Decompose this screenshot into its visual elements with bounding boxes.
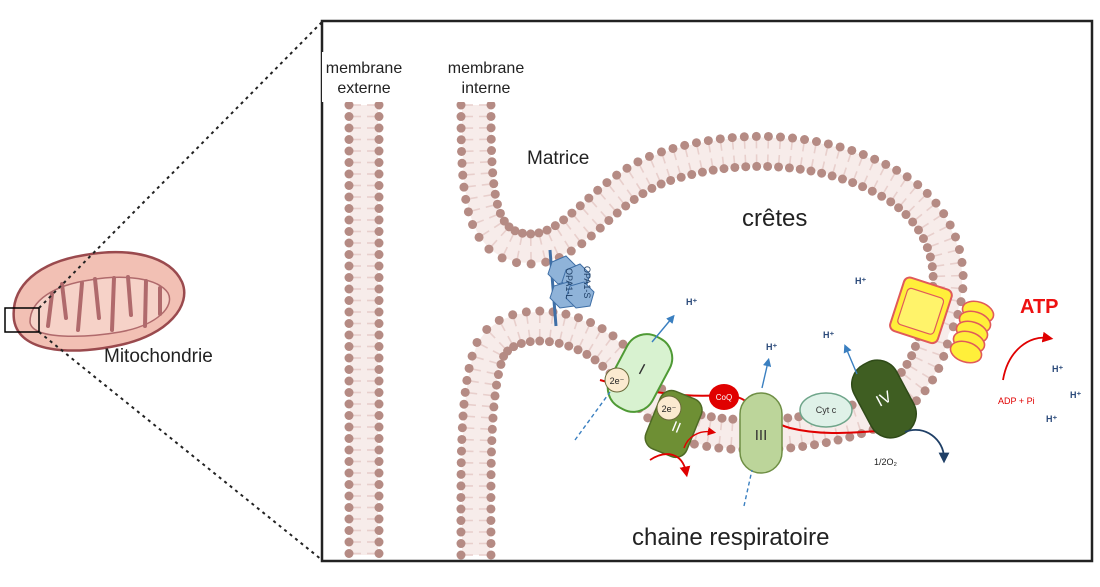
proton-arrows	[574, 314, 858, 507]
proton-label-1: H⁺	[686, 297, 697, 307]
mitochondria-icon	[4, 250, 186, 352]
electron-label-1: 2e⁻	[610, 376, 625, 386]
complex-2-arrow	[649, 453, 691, 478]
membrane-layer	[344, 100, 968, 560]
complex-3-label: III	[755, 427, 768, 444]
inner-membrane-upper	[456, 100, 968, 337]
zoom-line-bottom	[38, 331, 323, 561]
proton-label-6: H⁺	[1070, 390, 1081, 400]
proton-arrow-complex-4-out	[843, 344, 858, 375]
proton-label-3: H⁺	[823, 330, 834, 340]
opa1-l-label: OPA1-L	[564, 268, 574, 299]
outer-membrane-label-line1: membrane	[326, 60, 403, 77]
coq	[709, 384, 739, 410]
proton-label-7: H⁺	[1046, 414, 1057, 424]
oxygen-arrow	[904, 429, 950, 464]
coq-label: CoQ	[716, 393, 732, 402]
proton-labels: H⁺ H⁺ H⁺ H⁺ H⁺ H⁺ H⁺	[686, 276, 1081, 424]
atp-label: ATP	[1020, 296, 1059, 318]
adp-pi-label: ADP + Pi	[998, 396, 1035, 406]
proton-arrow-complex-3-in	[743, 469, 753, 507]
cyt-c-label: Cyt c	[816, 405, 837, 415]
mitochondria-label: Mitochondrie	[104, 346, 213, 367]
proton-arrow-complex-1-in	[574, 391, 611, 441]
inner-membrane-label-bg	[430, 52, 542, 102]
electron-bubble-2	[656, 395, 682, 421]
complex-4-label: IV	[874, 388, 896, 410]
opa1-protein	[547, 249, 595, 327]
half-o2-label: 1/2O₂	[874, 457, 898, 467]
opa1-s-label: OPA1-S	[582, 266, 592, 298]
cristae-label: crêtes	[742, 205, 807, 232]
proton-arrow-complex-3-out	[761, 357, 772, 389]
atp-synthesis-arrow	[1002, 331, 1054, 381]
outer-membrane-label-bg	[322, 52, 406, 102]
atp-synthase	[889, 276, 995, 364]
electron-label-2: 2e⁻	[662, 404, 677, 414]
zoom-line-top	[38, 21, 323, 309]
electron-bubble-1	[604, 367, 630, 393]
outer-membrane	[344, 100, 384, 558]
inner-membrane-label-line1: membrane	[448, 60, 525, 77]
complex-1-label: I	[636, 361, 648, 378]
proton-label-5: H⁺	[1052, 364, 1063, 374]
zoom-region-box	[4, 307, 40, 333]
proton-arrow-complex-1-out	[651, 314, 675, 343]
respiratory-chain-label: chaine respiratoire	[632, 524, 829, 551]
complex-3	[739, 392, 783, 474]
complex-2-inner-arrow	[683, 427, 717, 449]
cyt-c	[799, 392, 853, 428]
matrix-label: Matrice	[527, 148, 589, 169]
inner-membrane-label-line2: interne	[462, 80, 511, 97]
proton-label-2: H⁺	[766, 342, 777, 352]
complex-4	[851, 359, 917, 439]
proton-label-4: H⁺	[855, 276, 866, 286]
complex-1	[606, 333, 674, 413]
outer-membrane-label-line2: externe	[337, 80, 390, 97]
